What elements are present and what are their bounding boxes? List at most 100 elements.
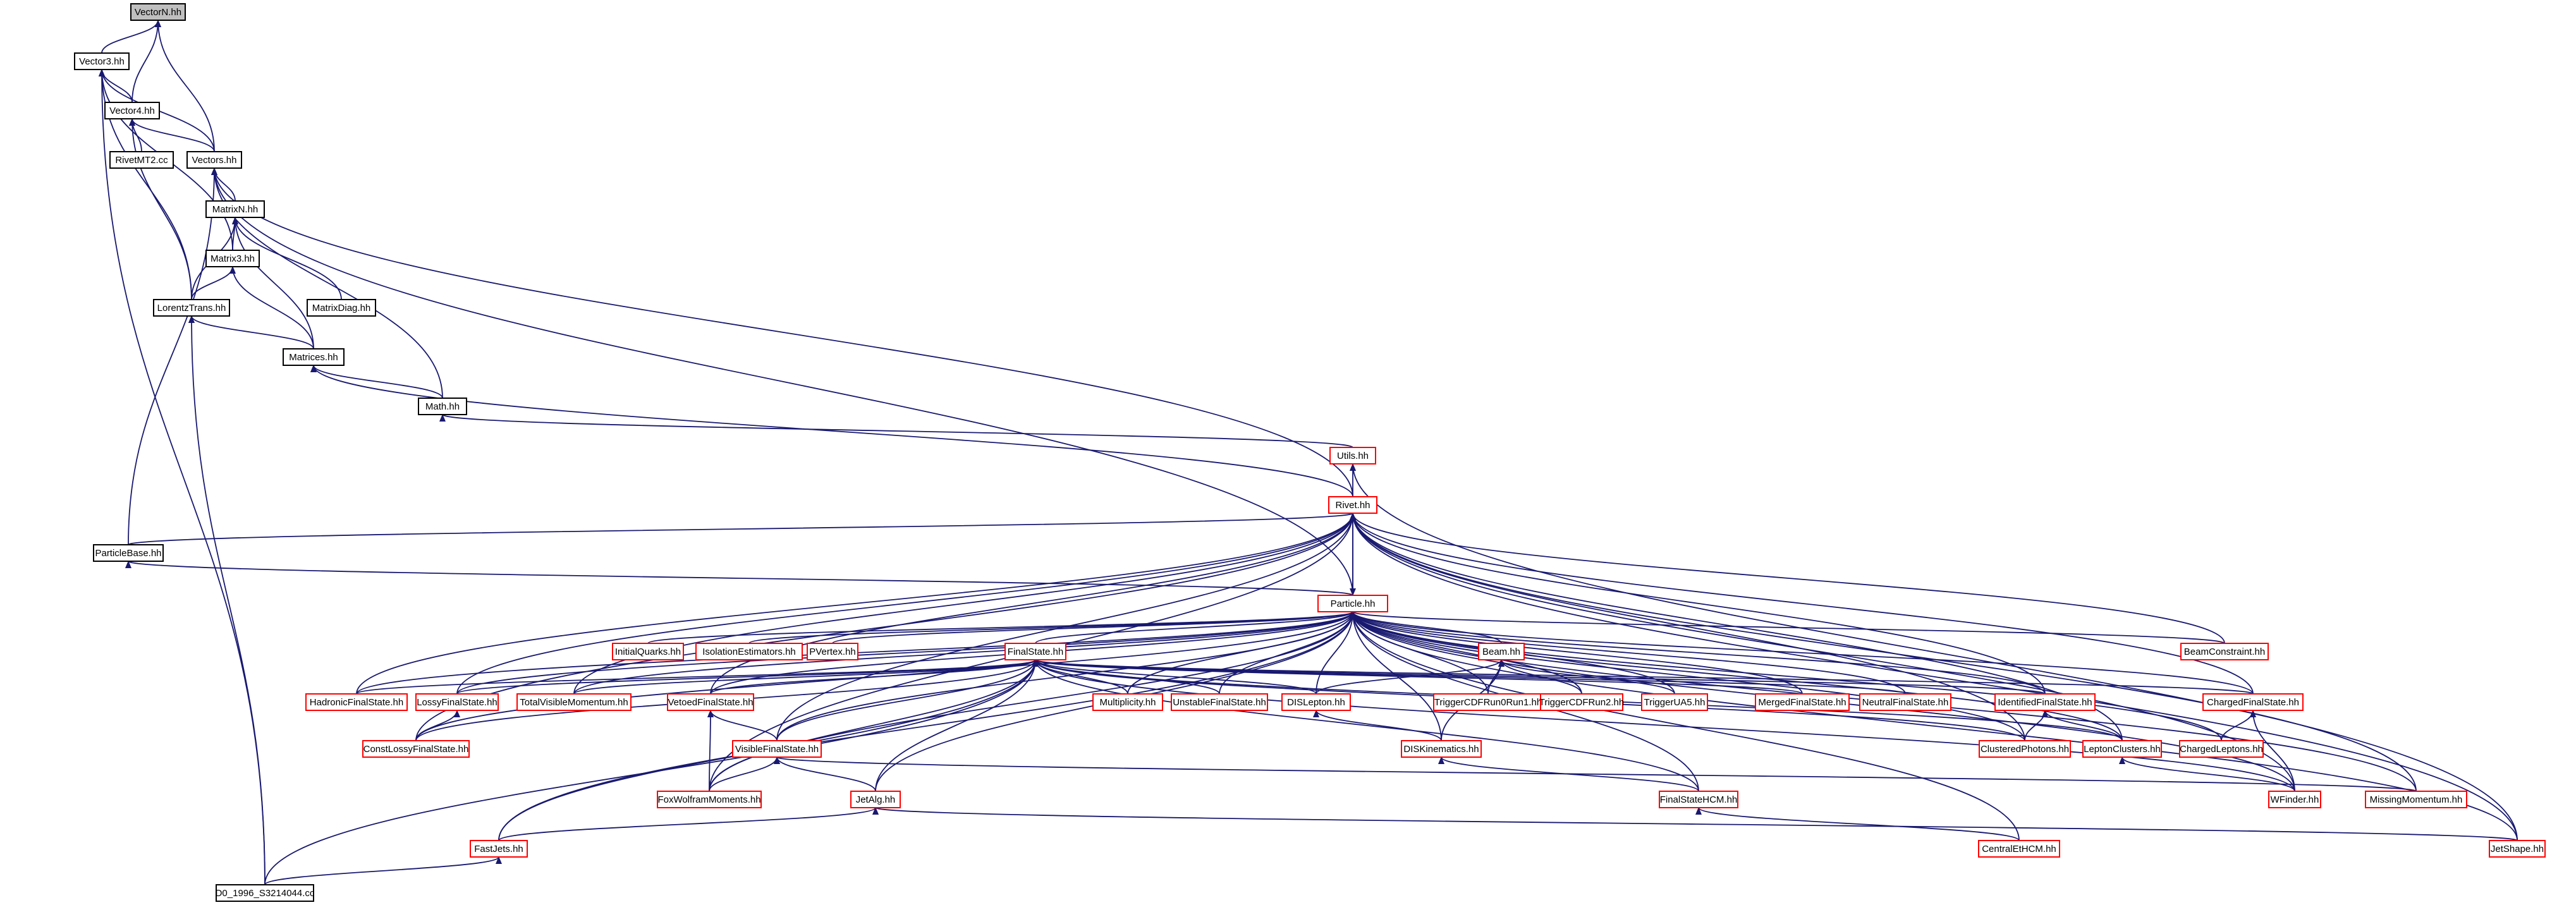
node-box [1979,740,2071,758]
node-box [74,52,130,70]
edge-chargedleptons-hh-to-particle-hh [1350,611,2222,741]
edge-d0-1996-s3214044-cc-to-finalstate-hh [264,659,1039,885]
edge-identifiedfinalstate-hh-to-rivet-hh [1350,513,2046,695]
node-neutralfinalstate-hh[interactable]: NeutralFinalState.hh [1859,693,1951,711]
edge-leptonclusters-hh-to-particle-hh [1350,611,2123,741]
edge-vetoedfinalstate-hh-to-finalstate-hh [710,659,1039,695]
edge-finalstate-hh-to-particle-hh [1035,611,1356,644]
edge-finalstatehcm-hh-to-finalstate-hh [1032,659,1699,792]
node-box [612,643,684,660]
node-rivet-hh[interactable]: Rivet.hh [1328,496,1377,514]
node-label: LossyFinalState.hh [417,697,497,708]
node-triggercdfrun0run1-hh[interactable]: TriggerCDFRun0Run1.hh [1433,693,1543,711]
node-triggercdfrun2-hh[interactable]: TriggerCDFRun2.hh [1539,693,1625,711]
edge-d0-1996-s3214044-cc-to-vector3-hh [99,69,266,885]
node-constlossyfinalstate-hh[interactable]: ConstLossyFinalState.hh [362,740,470,758]
node-box [2489,840,2546,858]
node-label: TriggerUA5.hh [1644,697,1706,708]
node-chargedleptons-hh[interactable]: ChargedLeptons.hh [2179,740,2264,758]
node-label: IdentifiedFinalState.hh [1998,697,2092,708]
node-lorentztrans-hh: LorentzTrans.hh [153,299,230,317]
node-hadronicfinalstate-hh[interactable]: HadronicFinalState.hh [305,693,408,711]
node-beam-hh[interactable]: Beam.hh [1478,643,1525,660]
node-centralethcm-hh[interactable]: CentralEtHCM.hh [1978,840,2060,858]
node-vector4-hh: Vector4.hh [104,102,160,119]
node-label: RivetMT2.cc [115,155,168,166]
node-box [153,299,230,317]
edge-utils-hh-to-math-hh [439,414,1353,448]
node-leptonclusters-hh[interactable]: LeptonClusters.hh [2082,740,2162,758]
edge-foxwolframmoments-hh-to-vetoedfinalstate-hh [707,710,714,792]
node-jetalg-hh[interactable]: JetAlg.hh [850,791,901,808]
node-label: FinalState.hh [1008,647,1063,657]
edge-triggercdfrun2-hh-to-beam-hh [1498,659,1582,695]
node-label: WFinder.hh [2271,794,2319,805]
node-initialquarks-hh[interactable]: InitialQuarks.hh [612,643,684,660]
node-visiblefinalstate-hh[interactable]: VisibleFinalState.hh [732,740,822,758]
node-box [470,840,528,858]
node-matrices-hh: Matrices.hh [283,348,345,366]
node-finalstate-hh[interactable]: FinalState.hh [1004,643,1066,660]
node-clusteredphotons-hh[interactable]: ClusteredPhotons.hh [1979,740,2071,758]
edge-initialquarks-hh-to-particle-hh [647,611,1356,644]
node-label: ChargedFinalState.hh [2207,697,2299,708]
node-box [186,151,242,169]
edge-visiblefinalstate-hh-to-particle-hh [776,611,1356,741]
edge-lorentztrans-hh-to-matrix3-hh [191,266,236,300]
node-identifiedfinalstate-hh[interactable]: IdentifiedFinalState.hh [1994,693,2096,711]
node-chargedfinalstate-hh[interactable]: ChargedFinalState.hh [2202,693,2304,711]
node-matrixn-hh: MatrixN.hh [205,200,265,218]
edge-chargedfinalstate-hh-to-rivet-hh [1350,513,2254,695]
node-label: Particle.hh [1331,598,1376,609]
node-wfinder-hh[interactable]: WFinder.hh [2268,791,2321,808]
node-box [695,643,803,660]
node-totalvisiblemomentum-hh[interactable]: TotalVisibleMomentum.hh [516,693,632,711]
node-label: Math.hh [425,401,460,412]
node-pvertex-hh[interactable]: PVertex.hh [807,643,858,660]
edge-particle-hh-to-particlebase-hh [125,561,1353,596]
node-box [205,200,265,218]
edge-chargedfinalstate-hh-to-finalstate-hh [1032,659,2254,695]
node-unstablefinalstate-hh[interactable]: UnstableFinalState.hh [1171,693,1268,711]
edge-pvertex-hh-to-particle-hh [832,611,1356,644]
node-label: DISLepton.hh [1287,697,1345,708]
node-foxwolframmoments-hh[interactable]: FoxWolframMoments.hh [657,791,762,808]
node-box [418,398,467,415]
node-box [1659,791,1738,808]
node-box [130,3,186,21]
node-lossyfinalstate-hh[interactable]: LossyFinalState.hh [415,693,499,711]
node-label: Beam.hh [1482,647,1520,657]
node-label: ParticleBase.hh [95,548,161,559]
node-fastjets-hh[interactable]: FastJets.hh [470,840,528,858]
node-vetoedfinalstate-hh[interactable]: VetoedFinalState.hh [667,693,754,711]
node-box [657,791,762,808]
edge-fastjets-hh-to-jetalg-hh [498,807,879,841]
node-mergedfinalstate-hh[interactable]: MergedFinalState.hh [1755,693,1850,711]
node-missingmomentum-hh[interactable]: MissingMomentum.hh [2365,791,2467,808]
node-vectors-hh: Vectors.hh [186,151,242,169]
node-jetshape-hh[interactable]: JetShape.hh [2489,840,2546,858]
node-box [1755,693,1850,711]
edge-jetshape-hh-to-jetalg-hh [873,807,2518,841]
node-dislepton-hh[interactable]: DISLepton.hh [1281,693,1351,711]
node-multiplicity-hh[interactable]: Multiplicity.hh [1092,693,1163,711]
node-particle-hh[interactable]: Particle.hh [1317,595,1388,612]
node-label: BeamConstraint.hh [2184,647,2265,657]
node-box [2180,643,2269,660]
edge-matrices-hh-to-lorentztrans-hh [188,315,314,349]
edge-vector4-hh-to-vectorn-hh [131,20,161,103]
node-label: DISKinematics.hh [1403,744,1479,755]
node-utils-hh[interactable]: Utils.hh [1329,447,1376,465]
edge-clusteredphotons-hh-to-particle-hh [1350,611,2025,741]
node-box [850,791,901,808]
edge-wfinder-hh-to-leptonclusters-hh [2119,756,2295,792]
node-beamconstraint-hh[interactable]: BeamConstraint.hh [2180,643,2269,660]
node-isolationestimators-hh[interactable]: IsolationEstimators.hh [695,643,803,660]
edge-centralethcm-hh-to-finalstatehcm-hh [1695,807,2020,841]
node-finalstatehcm-hh[interactable]: FinalStateHCM.hh [1659,791,1738,808]
edge-rivet-hh-to-matrices-hh [310,365,1353,497]
node-box [1329,447,1376,465]
node-rivetmt2-cc: RivetMT2.cc [109,151,174,169]
node-triggerua5-hh[interactable]: TriggerUA5.hh [1641,693,1708,711]
node-diskinematics-hh[interactable]: DISKinematics.hh [1401,740,1482,758]
